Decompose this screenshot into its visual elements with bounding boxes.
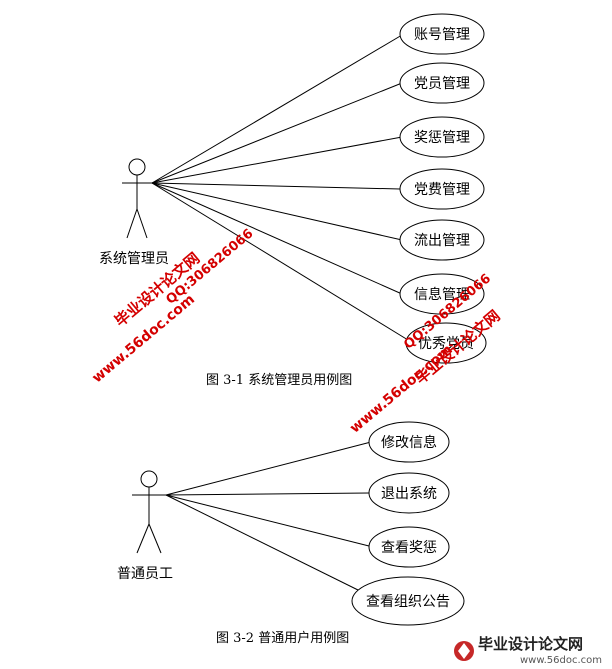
logo-emblem-icon: [454, 641, 474, 661]
use-case-label: 党员管理: [414, 76, 470, 92]
actor-admin-label: 系统管理员: [99, 251, 169, 267]
caption-admin: 图 3-1 系统管理员用例图: [206, 373, 352, 388]
use-case-outflow-mgmt: [399, 219, 485, 261]
use-case-labels-admin: 账号管理 党员管理 奖惩管理 党费管理 流出管理 信息管理 优秀党员: [414, 27, 474, 352]
associations-admin: [151, 34, 409, 341]
footer-logo-url: www.56doc.com: [520, 655, 602, 666]
associations-employee: [165, 441, 372, 591]
use-case-member-mgmt: [399, 62, 485, 104]
use-case-view-announcements: [351, 576, 465, 626]
use-cases-admin: [399, 13, 487, 364]
use-case-labels-employee: 修改信息 退出系统 查看奖惩 查看组织公告: [366, 434, 450, 610]
use-case-logout: [368, 472, 450, 514]
use-case-fee-mgmt: [399, 168, 485, 210]
diagram-employee: 普通员工 修改信息 退出系统 查看奖惩 查看组织公告 图 3-2 普通用户用例图: [117, 421, 465, 646]
use-case-label: 查看组织公告: [366, 594, 450, 610]
actor-employee-figure: [132, 470, 166, 554]
use-case-label: 党费管理: [414, 182, 470, 198]
use-case-label: 修改信息: [381, 434, 437, 451]
actor-admin-figure: [122, 158, 152, 239]
footer-logo-name: 毕业设计论文网: [478, 635, 583, 653]
use-case-info-mgmt: [399, 273, 485, 315]
caption-employee: 图 3-2 普通用户用例图: [216, 630, 349, 646]
use-case-label: 流出管理: [414, 233, 470, 249]
use-case-reward-mgmt: [399, 116, 485, 158]
use-case-label: 退出系统: [381, 486, 437, 502]
use-case-label: 奖惩管理: [414, 129, 470, 146]
use-case-account-mgmt: [399, 13, 485, 55]
use-case-view-rewards: [368, 526, 450, 568]
footer-logo: 毕业设计论文网 www.56doc.com: [454, 635, 602, 666]
use-cases-employee: [351, 421, 465, 626]
use-case-excellent-member: [405, 322, 487, 364]
use-case-edit-info: [368, 421, 450, 463]
watermark-left: 毕业设计论文网 QQ:306826066 www.56doc.com: [89, 226, 256, 386]
use-case-label: 信息管理: [414, 286, 470, 303]
use-case-label: 账号管理: [414, 27, 470, 43]
use-case-label: 查看奖惩: [381, 539, 437, 556]
diagram-admin: 系统管理员 账号管理 党员管理 奖惩管理 党费管理 流出管理 信息管理: [99, 13, 487, 388]
use-case-label: 优秀党员: [418, 336, 474, 352]
actor-employee-label: 普通员工: [117, 566, 173, 582]
